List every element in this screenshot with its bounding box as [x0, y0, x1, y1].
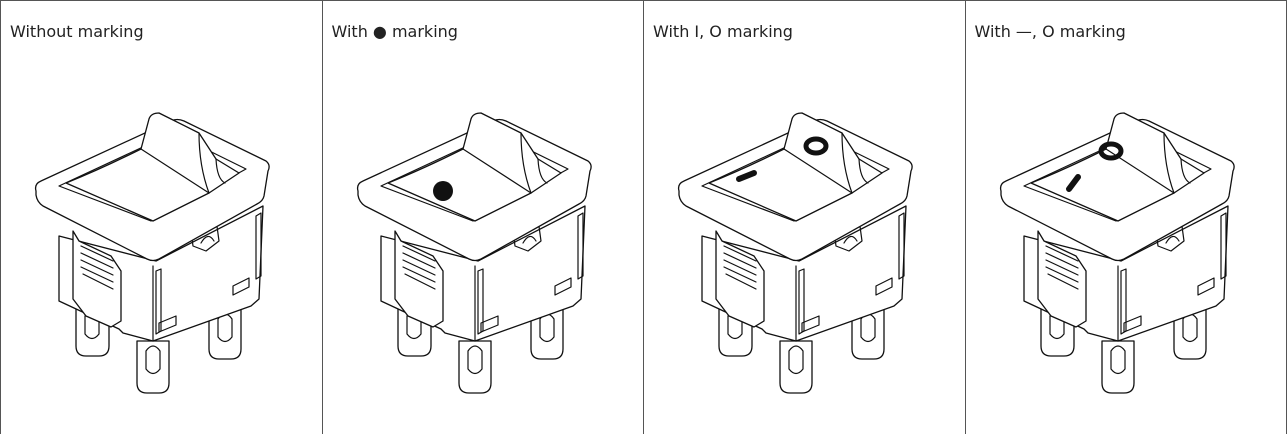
panel-label: Without marking — [10, 22, 144, 41]
o-marking — [803, 136, 829, 156]
i-marking — [736, 170, 757, 182]
rocker-switch-i-o-illustration — [677, 112, 913, 394]
panel-without-marking: Without marking — [1, 1, 323, 434]
rocker-switch-dot-illustration — [356, 112, 592, 394]
rocker-switch-plain-illustration — [34, 112, 270, 394]
panel-label: With —, O marking — [974, 22, 1126, 41]
panel-dot-marking: With ● marking — [323, 1, 644, 434]
dot-marking — [432, 181, 453, 201]
o-marking — [1098, 141, 1123, 161]
panel-label: With I, O marking — [653, 22, 793, 41]
panel-label: With ● marking — [331, 22, 458, 41]
panel-i-o-marking: With I, O marking — [644, 1, 966, 434]
rocker-switch-dash-o-illustration — [999, 112, 1235, 394]
panel-dash-o-marking: With —, O marking — [966, 1, 1287, 434]
dash-marking — [1065, 174, 1081, 192]
